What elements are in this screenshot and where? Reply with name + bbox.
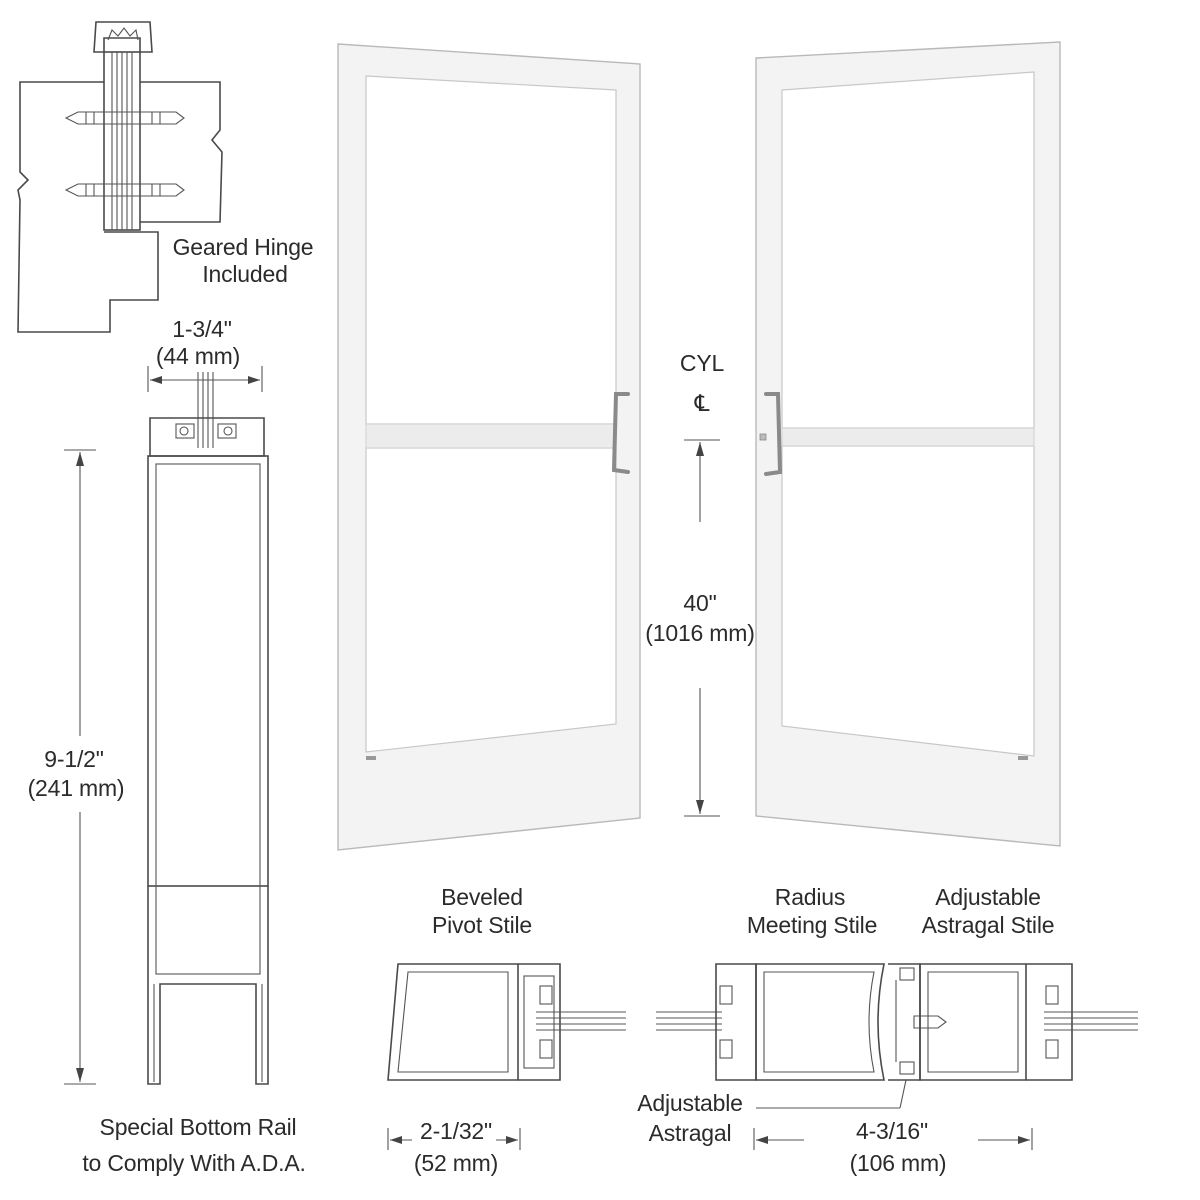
- pivot-stile-section: [387, 963, 626, 1081]
- cyl-label: CYL: [679, 350, 725, 376]
- meeting-label-line1: Radius: [774, 884, 846, 910]
- height-dimension: [684, 439, 720, 817]
- astragal-label-line1: Adjustable: [637, 1090, 743, 1116]
- pivot-width-metric: (52 mm): [413, 1150, 499, 1176]
- hinge-label-line2: Included: [202, 261, 288, 287]
- meeting-stile-section: [656, 963, 1138, 1109]
- astragal-stile-label-line2: Astragal Stile: [921, 912, 1055, 938]
- depth-dimension: [147, 366, 263, 392]
- centerline-symbol: ℄: [694, 390, 710, 416]
- hinge-label-line1: Geared Hinge: [172, 234, 314, 260]
- rail-imperial: 9-1/2": [44, 746, 104, 772]
- ada-label-line1: Special Bottom Rail: [99, 1114, 297, 1140]
- pivot-label-line2: Pivot Stile: [431, 912, 533, 938]
- pivot-label-line1: Beveled: [441, 884, 523, 910]
- depth-metric: (44 mm): [155, 343, 241, 369]
- pivot-width-imperial: 2-1/32": [420, 1118, 492, 1144]
- astragal-stile-label-line1: Adjustable: [935, 884, 1041, 910]
- meeting-dimension: [753, 1128, 1033, 1150]
- rail-dimension: [64, 449, 96, 1085]
- height-imperial: 40": [683, 590, 717, 616]
- ada-label-line2: to Comply With A.D.A.: [82, 1150, 306, 1176]
- depth-imperial: 1-3/4": [172, 316, 232, 342]
- geared-hinge-detail: [17, 21, 223, 333]
- bottom-rail-section: [147, 372, 269, 1085]
- pivot-dimension: [387, 1128, 521, 1150]
- right-door: [755, 41, 1061, 847]
- left-door: [337, 43, 641, 851]
- meeting-width-metric: (106 mm): [849, 1150, 947, 1176]
- rail-metric: (241 mm): [27, 775, 125, 801]
- astragal-label-line2: Astragal: [648, 1120, 732, 1146]
- height-metric: (1016 mm): [645, 620, 755, 646]
- meeting-label-line2: Meeting Stile: [746, 912, 878, 938]
- meeting-width-imperial: 4-3/16": [856, 1118, 928, 1144]
